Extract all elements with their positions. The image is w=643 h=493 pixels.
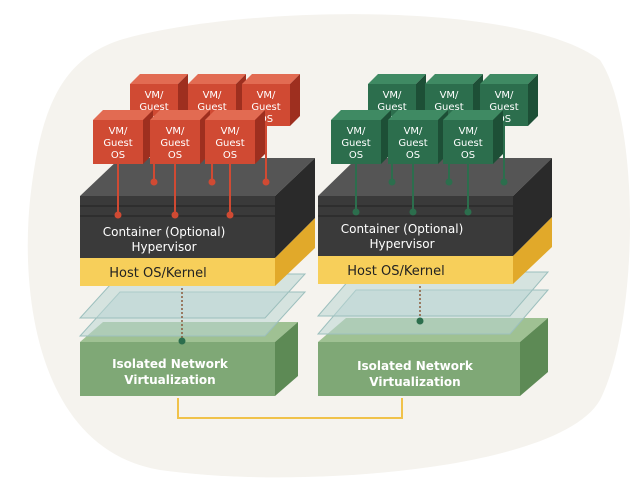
vm-label-text: VM/	[383, 90, 402, 101]
vm-label-text: Guest	[103, 138, 132, 149]
vm-label-text: Guest	[453, 138, 482, 149]
stack-left: Isolated Network Virtualization Host OS/…	[78, 74, 315, 396]
network-label-left-line2: Virtualization	[124, 373, 215, 387]
vm-label-text: Guest	[377, 102, 406, 113]
host-os-label-right: Host OS/Kernel	[347, 264, 444, 279]
vm-label-text: OS	[461, 150, 475, 161]
network-label-right-line1: Isolated Network	[357, 359, 474, 373]
container-label-left: Container (Optional)	[103, 225, 226, 239]
connector-dot-right	[416, 317, 424, 325]
vm-label-text: VM/	[257, 90, 276, 101]
vm-label-text: OS	[223, 150, 237, 161]
hypervisor-block-left	[80, 158, 315, 258]
vm-label-text: VM/	[145, 90, 164, 101]
vm-label-text: VM/	[440, 90, 459, 101]
hypervisor-label-right: Hypervisor	[369, 237, 434, 251]
vm-label-text: VM/	[347, 126, 366, 137]
vm-group-left: VM/GuestOSVM/GuestOSVM/GuestOSVM/GuestOS…	[93, 74, 300, 219]
vm-label-text: VM/	[495, 90, 514, 101]
vm-label-text: VM/	[203, 90, 222, 101]
vm-label-text: Guest	[489, 102, 518, 113]
vm-label-text: Guest	[251, 102, 280, 113]
vm-label-text: VM/	[459, 126, 478, 137]
vm-label-text: VM/	[109, 126, 128, 137]
vm-label-text: OS	[168, 150, 182, 161]
container-label-right: Container (Optional)	[341, 222, 464, 236]
host-os-block-right	[318, 217, 552, 284]
vm-label-text: Guest	[434, 102, 463, 113]
vm-group-right: VM/GuestOSVM/GuestOSVM/GuestOSVM/GuestOS…	[331, 74, 538, 216]
network-label-right-line2: Virtualization	[369, 375, 460, 389]
vm-label-text: Guest	[341, 138, 370, 149]
network-link	[177, 398, 403, 419]
vm-label-text: Guest	[398, 138, 427, 149]
vm-label-text: OS	[111, 150, 125, 161]
hypervisor-block-right	[318, 158, 552, 256]
vm-label-text: OS	[349, 150, 363, 161]
vm-label-text: Guest	[139, 102, 168, 113]
vm-label-text: VM/	[221, 126, 240, 137]
vm-label-text: Guest	[215, 138, 244, 149]
stack-right: Isolated Network Virtualization Host OS/…	[316, 74, 552, 396]
network-label-left-line1: Isolated Network	[112, 357, 229, 371]
vm-label-text: OS	[259, 114, 273, 125]
vm-label-text: VM/	[404, 126, 423, 137]
host-os-label-left: Host OS/Kernel	[109, 266, 206, 281]
vm-label-text: Guest	[197, 102, 226, 113]
host-os-block-left	[80, 218, 315, 286]
connector-dot-left	[178, 337, 186, 345]
vm-label-text: OS	[406, 150, 420, 161]
vm-label-text: OS	[497, 114, 511, 125]
hypervisor-label-left: Hypervisor	[131, 240, 196, 254]
vm-label-text: VM/	[166, 126, 185, 137]
vm-label-text: Guest	[160, 138, 189, 149]
